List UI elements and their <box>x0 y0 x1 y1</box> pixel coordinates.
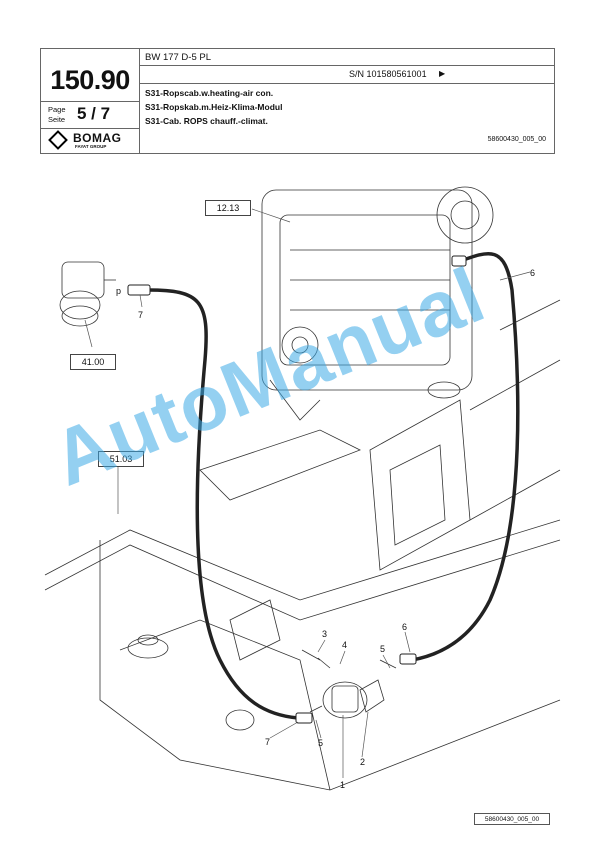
header-table: 150.90 Page Seite 5 / 7 BOMAG FAYAT GROU… <box>40 48 555 154</box>
serial-number: S/N 101580561001 <box>349 69 427 79</box>
callout-p: p <box>116 286 121 296</box>
callout-7-bottom: 7 <box>265 737 270 747</box>
hose-7 <box>146 288 300 720</box>
ref-box-engine: 12.13 <box>205 200 251 216</box>
logo-diamond-icon <box>48 130 68 150</box>
callout-6-bottom: 6 <box>402 622 407 632</box>
page-label-en: Page <box>48 105 66 114</box>
serial-row: S/N 101580561001 ▶ <box>139 65 554 84</box>
callout-6-top: 6 <box>530 268 535 278</box>
frame-lines <box>44 186 561 791</box>
title-fr: S31-Cab. ROPS chauff.-climat. <box>145 116 268 126</box>
callout-5-left: 5 <box>318 738 323 748</box>
model-name: BW 177 D-5 PL <box>145 52 211 63</box>
logo-name: BOMAG <box>73 131 122 145</box>
ref-box-frame: 51.03 <box>98 451 144 467</box>
drawing-reference: 58600430_005_00 <box>487 136 546 143</box>
footer-drawing-reference: 58600430_005_00 <box>474 813 550 825</box>
title-block: BW 177 D-5 PL S/N 101580561001 ▶ S31-Rop… <box>139 49 554 153</box>
page-row: Page Seite 5 / 7 <box>41 101 139 129</box>
ref-box-pump: 41.00 <box>70 354 116 370</box>
logo-subtitle: FAYAT GROUP <box>75 144 107 149</box>
play-arrow-icon: ▶ <box>439 69 446 78</box>
page-label-de: Seite <box>48 115 66 124</box>
callout-3: 3 <box>322 629 327 639</box>
callout-labels: 6 p 7 3 4 6 5 7 5 1 2 <box>116 268 535 790</box>
hose-lines <box>146 251 520 720</box>
callout-7-top: 7 <box>138 310 143 320</box>
page-label: Page Seite <box>48 105 66 125</box>
parts-drawing: 6 p 7 3 4 6 5 7 5 1 2 <box>44 186 561 791</box>
section-block: 150.90 Page Seite 5 / 7 BOMAG FAYAT GROU… <box>41 49 140 153</box>
callout-1: 1 <box>340 780 345 790</box>
callout-2: 2 <box>360 757 365 767</box>
hose-fittings <box>127 255 467 724</box>
callout-5-right: 5 <box>380 644 385 654</box>
leader-lines <box>84 208 531 778</box>
bomag-logo: BOMAG FAYAT GROUP <box>41 129 139 153</box>
title-en: S31-Ropscab.w.heating-air con. <box>145 88 274 98</box>
hose-6 <box>410 251 520 662</box>
callout-4: 4 <box>342 640 347 650</box>
page-number: 5 / 7 <box>77 104 111 123</box>
section-number: 150.90 <box>50 65 130 95</box>
title-de: S31-Ropskab.m.Heiz-Klima-Modul <box>145 102 283 112</box>
